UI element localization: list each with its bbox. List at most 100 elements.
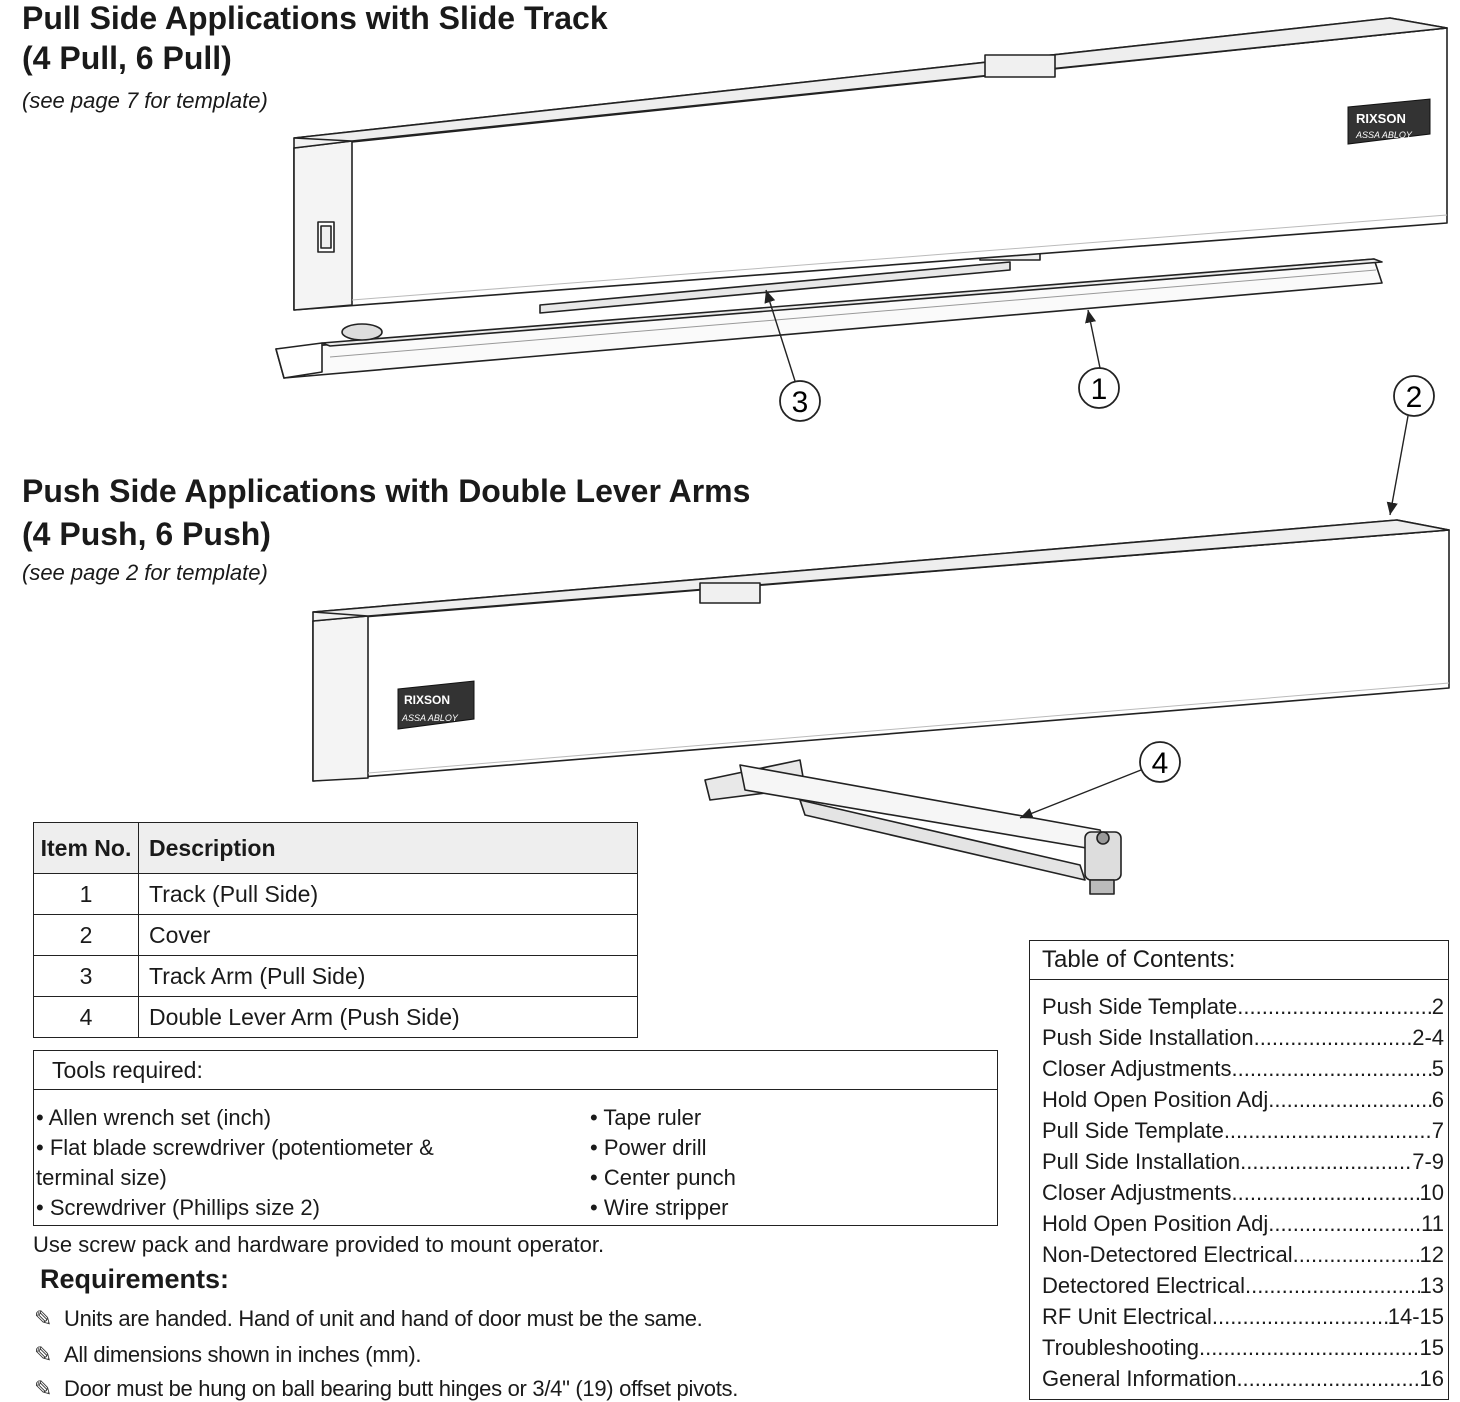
table-of-contents: Table of Contents: Push Side Template 2 P…	[1029, 940, 1449, 1400]
toc-leader	[1240, 1146, 1412, 1177]
push-subtitle: (see page 2 for template)	[22, 560, 268, 585]
requirement-text: All dimensions shown in inches (mm).	[64, 1342, 422, 1367]
items-header-desc: Description	[138, 822, 638, 874]
pull-operator-drawing	[275, 17, 1448, 379]
toc-page: 15	[1419, 1335, 1444, 1360]
toc-entry[interactable]: Detectored Electrical13	[1030, 1270, 1448, 1301]
product-illustrations: RIXSON ASSA ABLOY 3 1 2 RIXSO	[275, 17, 1450, 895]
pull-subtitle: (see page 7 for template)	[22, 88, 268, 113]
svg-text:RIXSON: RIXSON	[1356, 111, 1406, 126]
toc-entry[interactable]: Pull Side Template 7	[1030, 1115, 1448, 1146]
toc-label: Push Side Template	[1042, 994, 1238, 1019]
toc-leader	[1224, 1115, 1432, 1146]
tools-title: Tools required:	[34, 1051, 997, 1090]
toc-page: 16	[1419, 1366, 1444, 1391]
toc-label: Hold Open Position Adj.	[1042, 1087, 1275, 1112]
toc-label: Pull Side Template	[1042, 1118, 1224, 1143]
toc-page: 2	[1431, 994, 1444, 1019]
toc-entry[interactable]: Hold Open Position Adj. 6	[1030, 1084, 1448, 1115]
toc-entry[interactable]: General Information16	[1030, 1363, 1448, 1394]
toc-label: Closer Adjustments	[1042, 1180, 1232, 1205]
toc-leader	[1274, 1208, 1421, 1239]
callout-2: 2	[1386, 375, 1435, 516]
toc-page: 7-9	[1412, 1149, 1444, 1174]
toc-leader	[1274, 1084, 1431, 1115]
toc-entry[interactable]: Push Side Installation2-4	[1030, 1022, 1448, 1053]
pencil-icon: ✎	[34, 1376, 53, 1401]
table-row: 2 Cover	[33, 914, 638, 956]
item-no: 3	[33, 955, 139, 997]
item-desc: Track (Pull Side)	[138, 873, 638, 915]
toc-page: 7	[1431, 1118, 1444, 1143]
toc-page: 5	[1431, 1056, 1444, 1081]
toc-entry[interactable]: Troubleshooting 15	[1030, 1332, 1448, 1363]
requirement-item: ✎ All dimensions shown in inches (mm).	[34, 1342, 422, 1368]
requirements-heading: Requirements:	[40, 1264, 230, 1294]
svg-text:RIXSON: RIXSON	[404, 693, 450, 707]
toc-entry[interactable]: Closer Adjustments10	[1030, 1177, 1448, 1208]
callout-1: 1	[1078, 309, 1120, 409]
toc-label: Non-Detectored Electrical	[1042, 1242, 1293, 1267]
toc-leader	[1245, 1270, 1420, 1301]
rixson-logo-push: RIXSON ASSA ABLOY	[397, 680, 475, 730]
items-table: Item No. Description 1 Track (Pull Side)…	[33, 822, 638, 1038]
pencil-icon: ✎	[34, 1306, 53, 1331]
table-row: 3 Track Arm (Pull Side)	[33, 955, 638, 997]
requirement-item: ✎ Door must be hung on ball bearing butt …	[34, 1376, 738, 1402]
toc-leader	[1293, 1239, 1420, 1270]
toc-leader	[1212, 1301, 1388, 1332]
svg-text:3: 3	[792, 386, 809, 419]
push-title-line1: Push Side Applications with Double Lever…	[22, 473, 751, 509]
requirement-text: Door must be hung on ball bearing butt h…	[64, 1376, 739, 1401]
toc-leader	[1232, 1177, 1420, 1208]
tool-item: • Allen wrench set (inch)	[36, 1105, 272, 1130]
hardware-note: Use screw pack and hardware provided to …	[33, 1232, 605, 1257]
item-no: 2	[33, 914, 139, 956]
item-no: 1	[33, 873, 139, 915]
toc-title: Table of Contents:	[1030, 941, 1448, 980]
tool-item: • Tape ruler	[590, 1105, 702, 1130]
requirement-text: Units are handed. Hand of unit and hand …	[64, 1306, 703, 1331]
tool-item: • Center punch	[590, 1165, 736, 1190]
callout-3: 3	[764, 289, 821, 422]
item-desc: Double Lever Arm (Push Side)	[138, 996, 638, 1038]
toc-leader	[1232, 1053, 1432, 1084]
pencil-icon: ✎	[34, 1342, 53, 1367]
toc-page: 14-15	[1387, 1304, 1444, 1329]
toc-label: Troubleshooting	[1042, 1335, 1199, 1360]
toc-page: 12	[1419, 1242, 1444, 1267]
tool-item: • Flat blade screwdriver (potentiometer …	[36, 1135, 434, 1160]
toc-label: Hold Open Position Adj.	[1042, 1211, 1275, 1236]
toc-entry[interactable]: Push Side Template 2	[1030, 991, 1448, 1022]
tools-box: Tools required: • Allen wrench set (inch…	[33, 1050, 998, 1226]
toc-label: Detectored Electrical	[1042, 1273, 1245, 1298]
tool-item: • Wire stripper	[590, 1195, 729, 1220]
toc-entry[interactable]: Hold Open Position Adj. 11	[1030, 1208, 1448, 1239]
rixson-logo: RIXSON ASSA ABLOY	[1347, 98, 1431, 145]
toc-entry[interactable]: Closer Adjustments 5	[1030, 1053, 1448, 1084]
item-desc: Cover	[138, 914, 638, 956]
svg-text:ASSA ABLOY: ASSA ABLOY	[401, 713, 459, 723]
toc-leader	[1254, 1022, 1413, 1053]
toc-page: 11	[1421, 1211, 1444, 1236]
pull-title-line2: (4 Pull, 6 Pull)	[22, 40, 232, 76]
toc-label: Pull Side Installation	[1042, 1149, 1241, 1174]
toc-leader	[1236, 1363, 1419, 1394]
toc-entry[interactable]: RF Unit Electrical 14-15	[1030, 1301, 1448, 1332]
toc-entry[interactable]: Non-Detectored Electrical 12	[1030, 1239, 1448, 1270]
item-no: 4	[33, 996, 139, 1038]
toc-label: Closer Adjustments	[1042, 1056, 1232, 1081]
toc-entry[interactable]: Pull Side Installation 7-9	[1030, 1146, 1448, 1177]
svg-text:4: 4	[1152, 747, 1169, 780]
toc-leader	[1237, 991, 1431, 1022]
toc-page: 6	[1431, 1087, 1444, 1112]
svg-text:ASSA ABLOY: ASSA ABLOY	[1355, 130, 1413, 140]
tools-column-1: • Allen wrench set (inch) • Flat blade s…	[36, 1103, 576, 1223]
toc-list: Push Side Template 2 Push Side Installati…	[1030, 991, 1448, 1394]
toc-label: RF Unit Electrical	[1042, 1304, 1212, 1329]
svg-text:2: 2	[1406, 381, 1423, 414]
item-desc: Track Arm (Pull Side)	[138, 955, 638, 997]
tools-column-2: • Tape ruler • Power drill • Center punc…	[590, 1103, 980, 1223]
push-operator-drawing	[312, 519, 1450, 895]
tool-item: • Screwdriver (Phillips size 2)	[36, 1195, 320, 1220]
